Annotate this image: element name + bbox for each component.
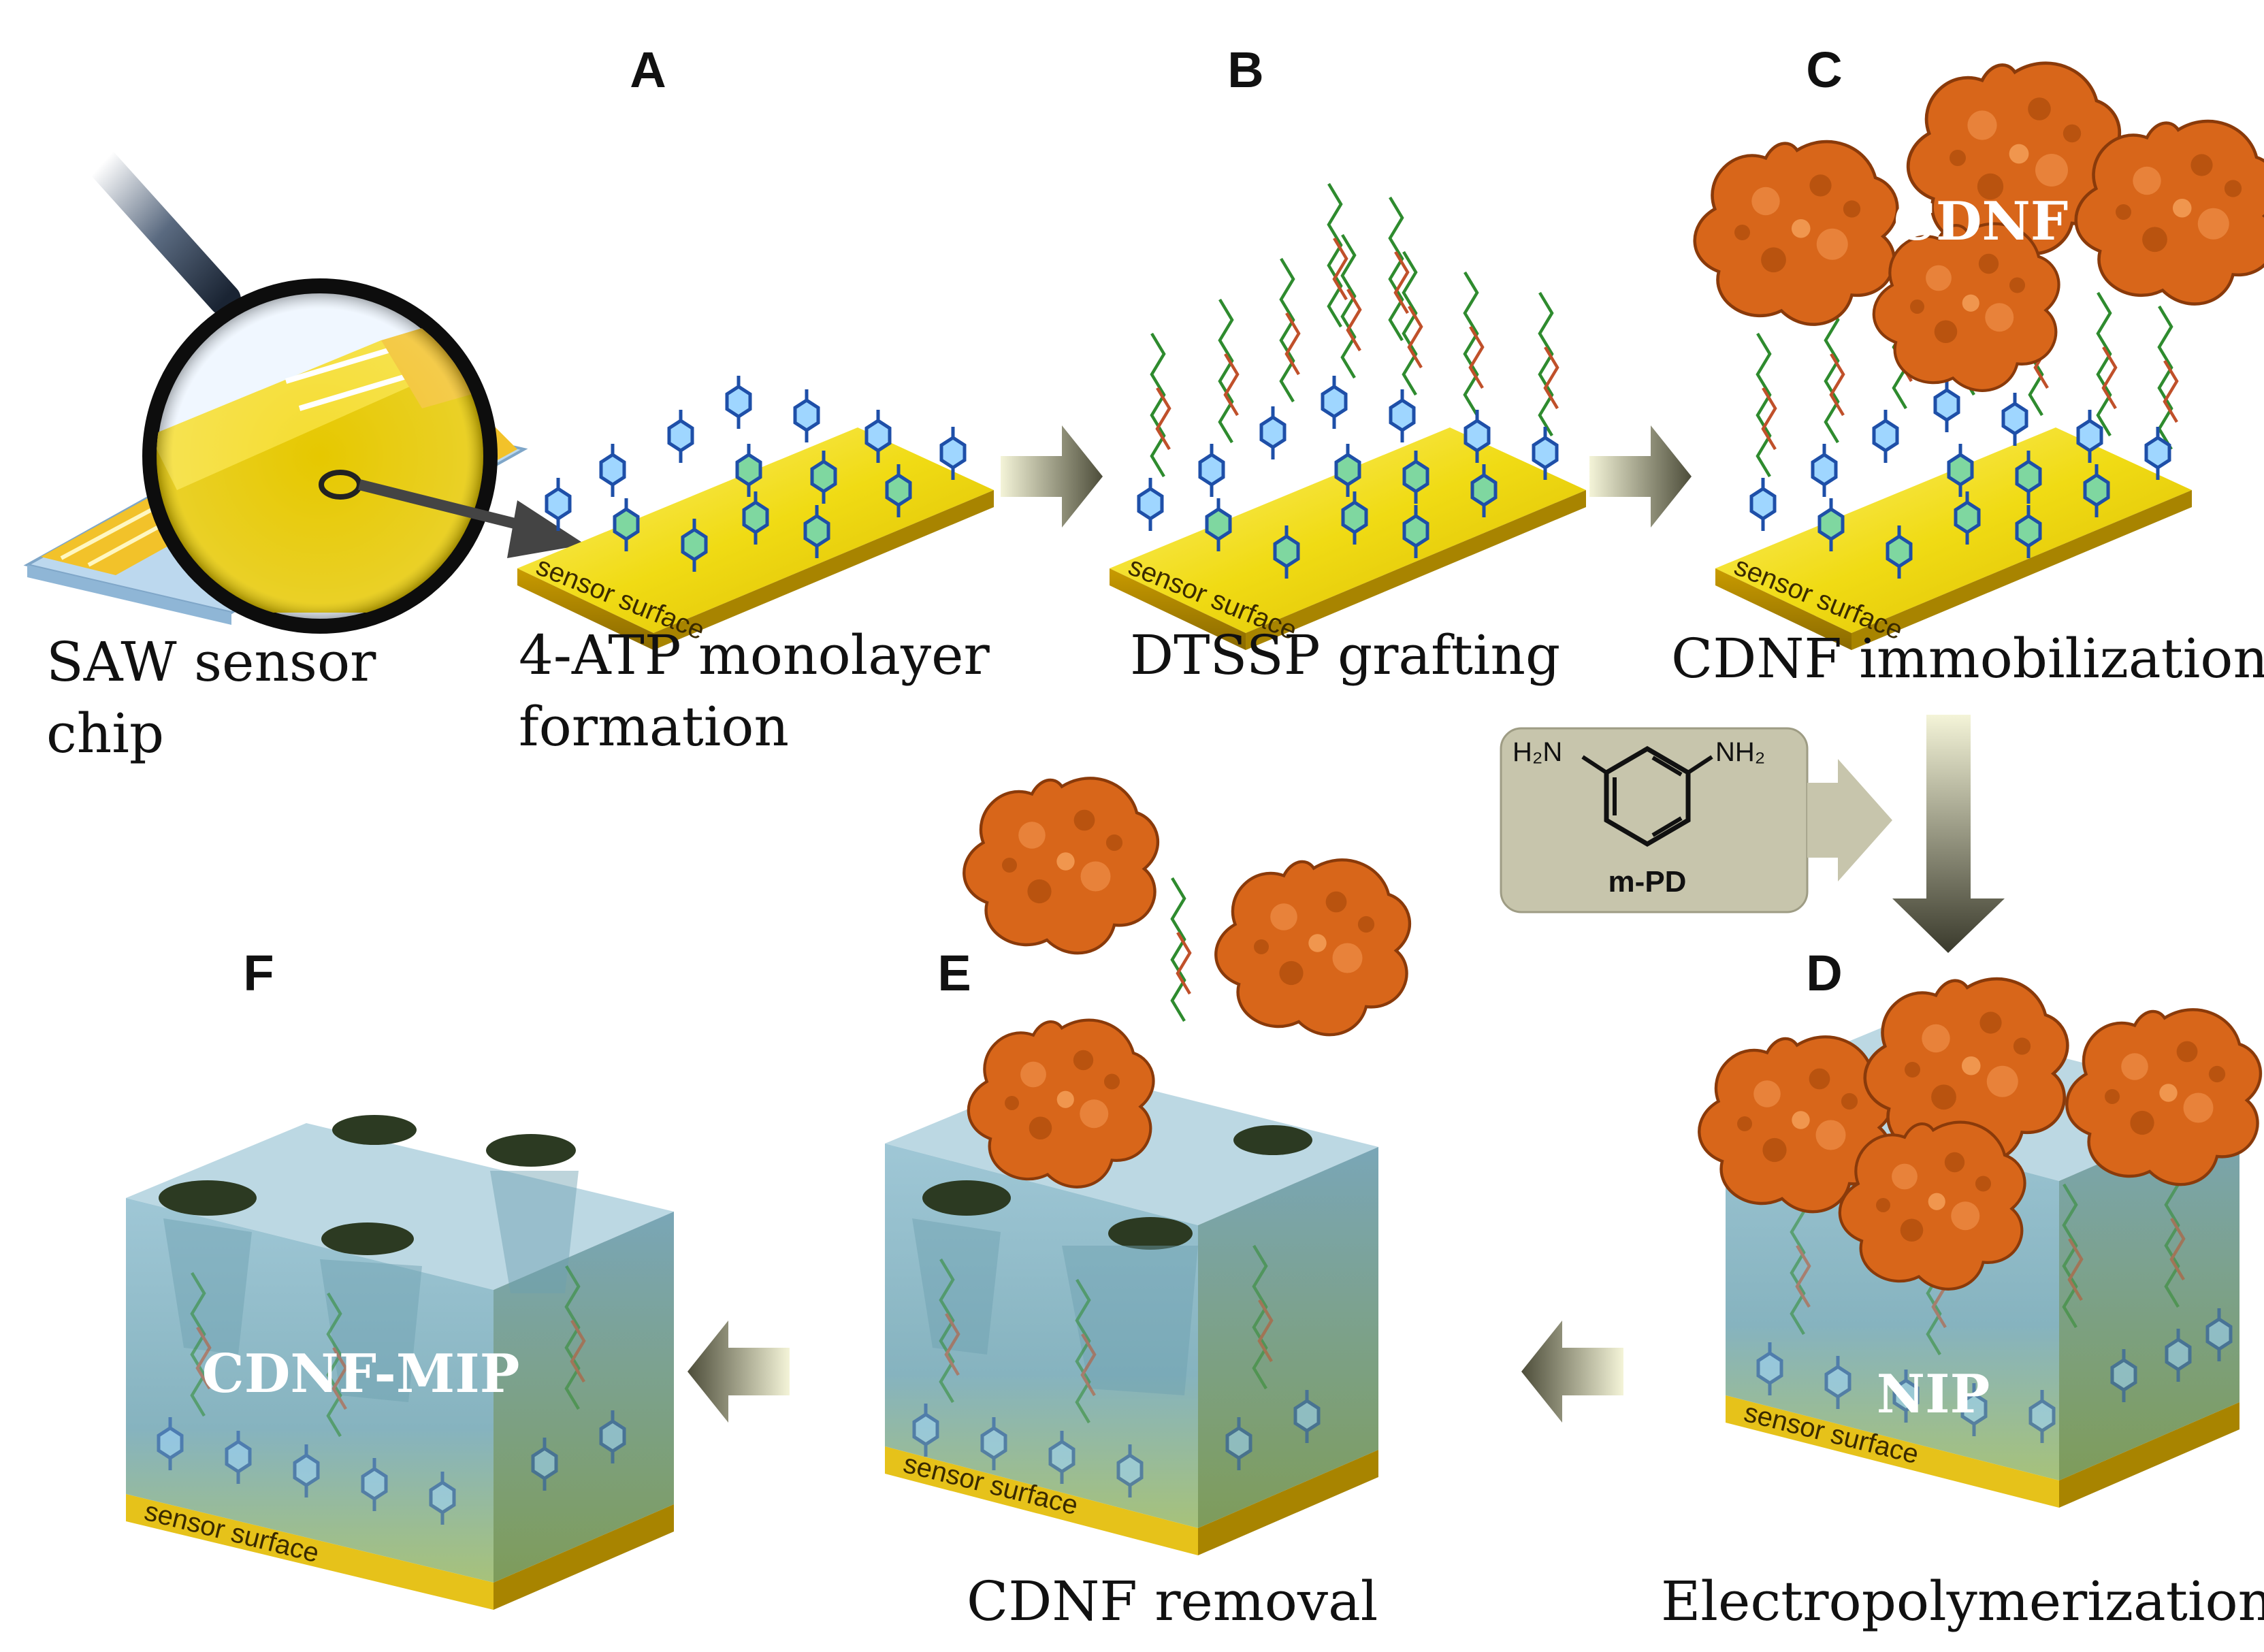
panel-a-surface: sensor surface (517, 376, 994, 650)
caption-atp-line1: 4-ATP monolayer (519, 623, 990, 687)
step-letter-e: E (937, 945, 971, 1001)
panel-e-cube: sensor surface (885, 778, 1410, 1555)
reagent-box: H₂N NH₂ m-PD (1500, 727, 1892, 913)
panel-d-cube: sensor surface NIP (1699, 979, 2261, 1508)
caption-dtssp: DTSSP grafting (1130, 623, 1560, 687)
reagent-left-group: H₂N (1513, 737, 1562, 767)
caption-cdnf-immobilization: CDNF immobilization (1671, 627, 2264, 690)
caption-electropolymerization: Electropolymerization (1661, 1570, 2264, 1633)
magnifier-icon (86, 147, 585, 634)
benzene-icon (1581, 745, 1713, 847)
arrow-b-to-c (1589, 425, 1692, 528)
caption-atp-line2: formation (519, 695, 789, 758)
step-letter-f: F (243, 945, 274, 1001)
arrow-d-to-e (1521, 1321, 1623, 1423)
panel-f-cube: sensor surface CDNF-MIP (126, 1115, 674, 1610)
caption-cdnf-removal: CDNF removal (967, 1570, 1378, 1633)
step-letter-b: B (1227, 42, 1263, 98)
arrow-a-to-b (1001, 425, 1103, 528)
label-cdnf: CDNF (1894, 191, 2068, 253)
panel-b-surface: sensor surface (1110, 184, 1586, 650)
caption-saw-line1: SAW sensor (46, 630, 376, 694)
step-letter-d: D (1806, 945, 1842, 1001)
label-nip: NIP (1877, 1363, 1990, 1425)
reagent-name: m-PD (1608, 865, 1687, 898)
dtssp-linkers (1152, 184, 1557, 476)
reagent-right-group: NH₂ (1715, 737, 1765, 767)
step-letter-c: C (1806, 42, 1842, 98)
panel-c-surface: sensor surface (1695, 63, 2264, 650)
arrow-e-to-f (688, 1321, 790, 1423)
label-cdnf-mip: CDNF-MIP (202, 1343, 520, 1405)
step-letter-a: A (630, 42, 666, 98)
arrow-c-to-d (1892, 715, 2005, 953)
caption-saw-line2: chip (46, 702, 164, 765)
